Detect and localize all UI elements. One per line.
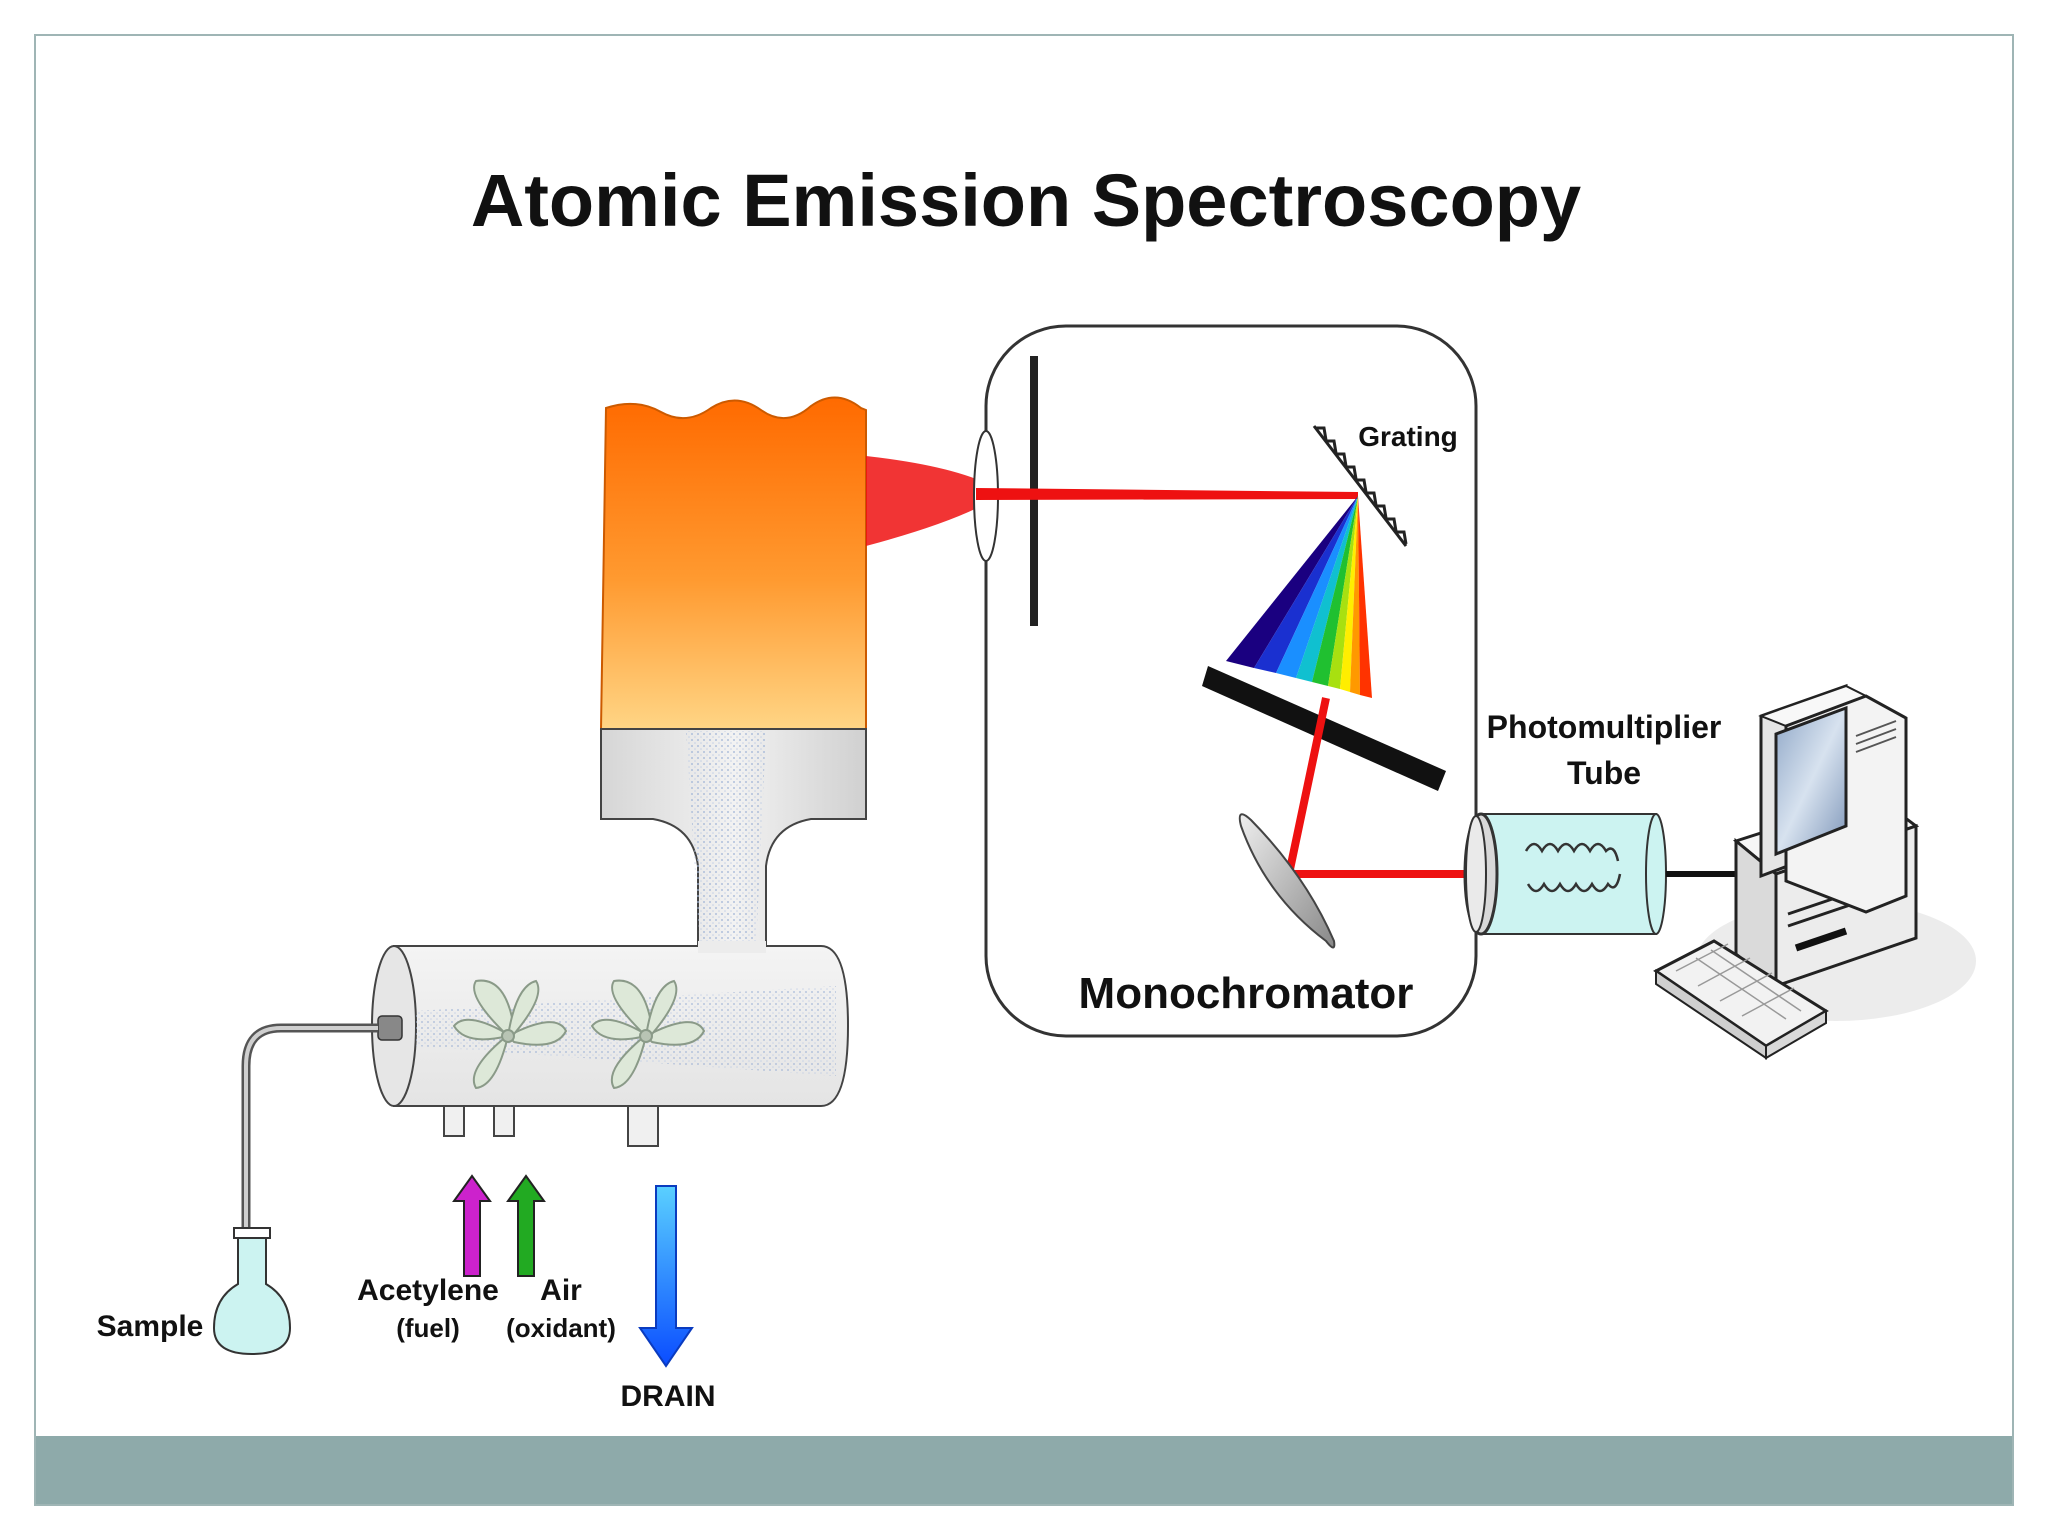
- label-pmt-line1: Photomultiplier: [1487, 709, 1722, 745]
- dispersed-spectrum: [1226, 496, 1372, 698]
- impeller-1: [452, 979, 568, 1090]
- computer-icon: [1653, 683, 1976, 1060]
- flame: [599, 396, 867, 730]
- impeller-2: [590, 979, 706, 1090]
- label-air-sub: (oxidant): [506, 1313, 616, 1343]
- label-pmt-line2: Tube: [1567, 755, 1641, 791]
- label-monochromator: Monochromator: [1079, 969, 1414, 1018]
- label-air: Air: [540, 1274, 582, 1307]
- label-grating: Grating: [1358, 421, 1458, 452]
- emission-cone: [866, 456, 996, 546]
- drain-arrow: [638, 1185, 694, 1368]
- footer-bar: [36, 1436, 2012, 1504]
- exit-slit-plate: [1202, 666, 1446, 791]
- grating: [1312, 425, 1408, 547]
- sample-flask: [212, 1227, 292, 1356]
- spray-chamber: [371, 941, 850, 1147]
- air-arrow: [506, 1174, 546, 1277]
- label-acetylene: Acetylene: [357, 1274, 499, 1307]
- label-sample: Sample: [97, 1310, 204, 1343]
- photomultiplier-tube: [1463, 812, 1667, 936]
- acetylene-arrow: [452, 1174, 492, 1277]
- slide: Atomic Emission Spectroscopy: [34, 34, 2014, 1506]
- label-acetylene-sub: (fuel): [396, 1313, 460, 1343]
- sample-capillary: [241, 1023, 378, 1236]
- page-title: Atomic Emission Spectroscopy: [471, 159, 1581, 242]
- aes-diagram: Atomic Emission Spectroscopy: [36, 159, 2012, 1504]
- burner-head: [600, 728, 867, 950]
- label-drain: DRAIN: [621, 1380, 716, 1413]
- focusing-mirror: [1238, 813, 1336, 949]
